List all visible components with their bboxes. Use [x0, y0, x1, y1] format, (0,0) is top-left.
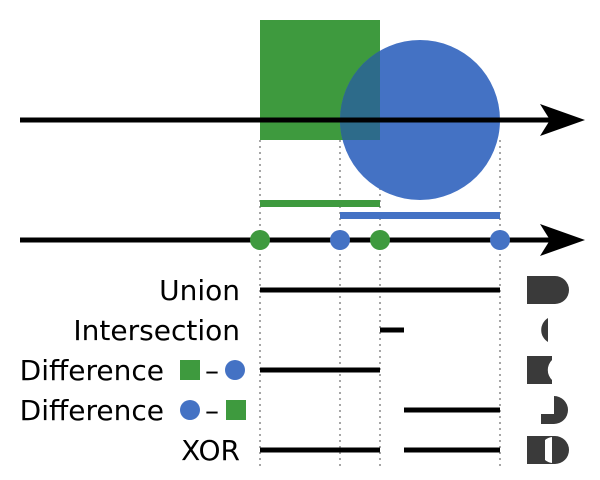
label-union: Union [159, 274, 240, 307]
result-segments [260, 287, 500, 453]
green-square-icon [226, 400, 246, 420]
blue-circle-icon [225, 360, 245, 380]
blue-circle-icon [180, 400, 200, 420]
green-projection-bar [260, 200, 380, 207]
label-difference-b: Difference [20, 394, 164, 427]
green-end-point [370, 230, 390, 250]
top-axis-arrow [20, 104, 585, 136]
label-intersection: Intersection [73, 314, 240, 347]
xor-result-icon [527, 436, 569, 464]
intersection-result-icon [541, 318, 548, 342]
union-result-icon [527, 276, 569, 304]
green-start-point [250, 230, 270, 250]
minus-sign: – [205, 354, 219, 387]
middle-axis-arrow [20, 224, 585, 256]
label-difference-a: Difference [20, 354, 164, 387]
guide-lines [259, 140, 501, 470]
blue-start-point [330, 230, 350, 250]
blue-end-point [490, 230, 510, 250]
difference-a-result-icon [527, 356, 552, 384]
blue-projection-bar [340, 212, 500, 219]
green-square-icon [180, 360, 200, 380]
minus-sign: – [205, 394, 219, 427]
label-xor: XOR [181, 434, 240, 467]
difference-b-result-icon [541, 396, 568, 424]
